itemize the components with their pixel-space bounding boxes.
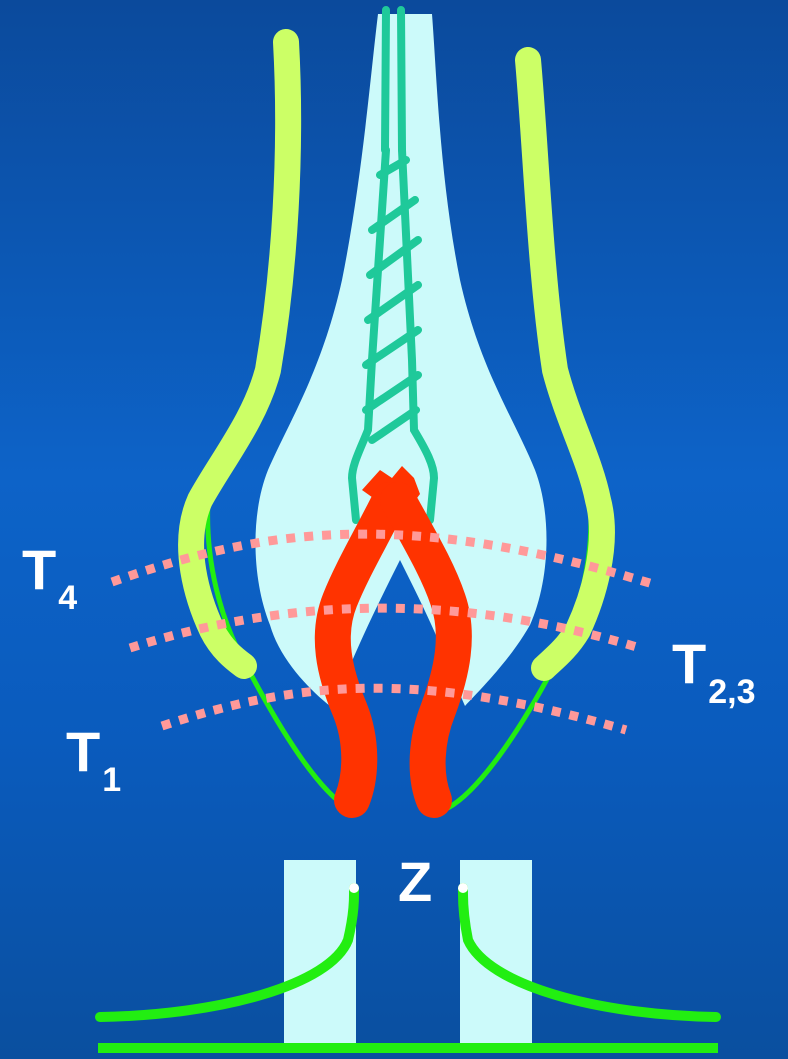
label-t23-sub: 2,3 (708, 673, 755, 711)
label-t4-sub: 4 (58, 579, 77, 617)
label-z-main: Z (398, 850, 432, 913)
left-pale-column (284, 860, 356, 1050)
label-t23: T2,3 (672, 636, 755, 692)
label-t4: T4 (22, 542, 77, 598)
right-pale-column (460, 860, 532, 1050)
label-z: Z (398, 854, 432, 910)
label-t1-sub: 1 (102, 761, 121, 799)
label-t4-main: T (22, 538, 56, 601)
t1-dotted-arc (162, 688, 626, 730)
left-curve-tip (349, 883, 359, 893)
label-t1-main: T (66, 720, 100, 783)
label-t23-main: T (672, 632, 706, 695)
right-curve-tip (458, 883, 468, 893)
label-t1: T1 (66, 724, 121, 780)
